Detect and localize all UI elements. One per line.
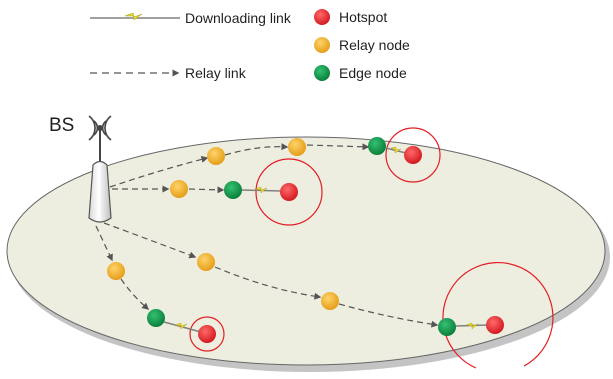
edge-node bbox=[224, 181, 242, 199]
relay-node bbox=[321, 292, 339, 310]
relay-link bbox=[109, 155, 209, 188]
edge-node bbox=[368, 137, 386, 155]
hotspot bbox=[198, 325, 216, 343]
legend-label-downloading-link: Downloading link bbox=[185, 10, 292, 26]
base-station: BS bbox=[49, 115, 112, 223]
relay-link bbox=[224, 143, 289, 156]
relay-node-icon bbox=[314, 37, 330, 53]
lightning-icon bbox=[174, 322, 188, 330]
legend-hotspot: Hotspot bbox=[314, 9, 387, 25]
relay-link bbox=[120, 278, 150, 310]
lightning-icon bbox=[390, 146, 402, 154]
coverage-circle bbox=[189, 316, 225, 352]
legend-downloading-link: Downloading link bbox=[90, 10, 292, 26]
relay-links bbox=[95, 143, 439, 328]
legend-label-hotspot: Hotspot bbox=[339, 9, 387, 25]
legend: Downloading link Relay link Hotspot Rela… bbox=[90, 9, 410, 81]
legend-label-relay-node: Relay node bbox=[339, 37, 410, 53]
relay-link bbox=[188, 186, 225, 194]
relay-node bbox=[170, 180, 188, 198]
relay-node bbox=[107, 262, 125, 280]
relay-node bbox=[197, 253, 215, 271]
coverage-area-ellipse bbox=[6, 136, 606, 366]
hotspot bbox=[486, 316, 504, 334]
coverage-circle bbox=[255, 158, 323, 226]
edge-node bbox=[147, 309, 165, 327]
legend-relay-node: Relay node bbox=[314, 37, 410, 53]
edge-node-icon bbox=[314, 65, 330, 81]
relay-link bbox=[95, 225, 113, 262]
legend-relay-link: Relay link bbox=[90, 65, 247, 81]
downloading-link bbox=[455, 322, 489, 330]
lightning-icon bbox=[254, 186, 268, 194]
downloading-link bbox=[241, 186, 282, 194]
nodes bbox=[107, 137, 504, 343]
hotspot bbox=[404, 146, 422, 164]
lightning-icon bbox=[124, 12, 143, 21]
base-station-label: BS bbox=[49, 115, 74, 136]
antenna-tip-icon bbox=[97, 125, 103, 131]
relay-link bbox=[338, 303, 439, 328]
edge-node bbox=[438, 318, 456, 336]
relay-node bbox=[288, 138, 306, 156]
relay-link bbox=[214, 266, 322, 300]
legend-label-relay-link: Relay link bbox=[185, 65, 247, 81]
lightning-icon bbox=[465, 322, 479, 330]
legend-label-edge-node: Edge node bbox=[339, 65, 407, 81]
downloading-links bbox=[163, 146, 489, 333]
base-station-tower-icon bbox=[88, 160, 112, 223]
relay-link bbox=[306, 143, 370, 151]
downloading-link bbox=[163, 321, 202, 333]
downloading-link bbox=[385, 146, 407, 154]
hotspot-icon bbox=[314, 9, 330, 25]
coverage-circle bbox=[385, 127, 441, 183]
legend-edge-node: Edge node bbox=[314, 65, 407, 81]
hotspot bbox=[280, 183, 298, 201]
relay-node bbox=[207, 147, 225, 165]
